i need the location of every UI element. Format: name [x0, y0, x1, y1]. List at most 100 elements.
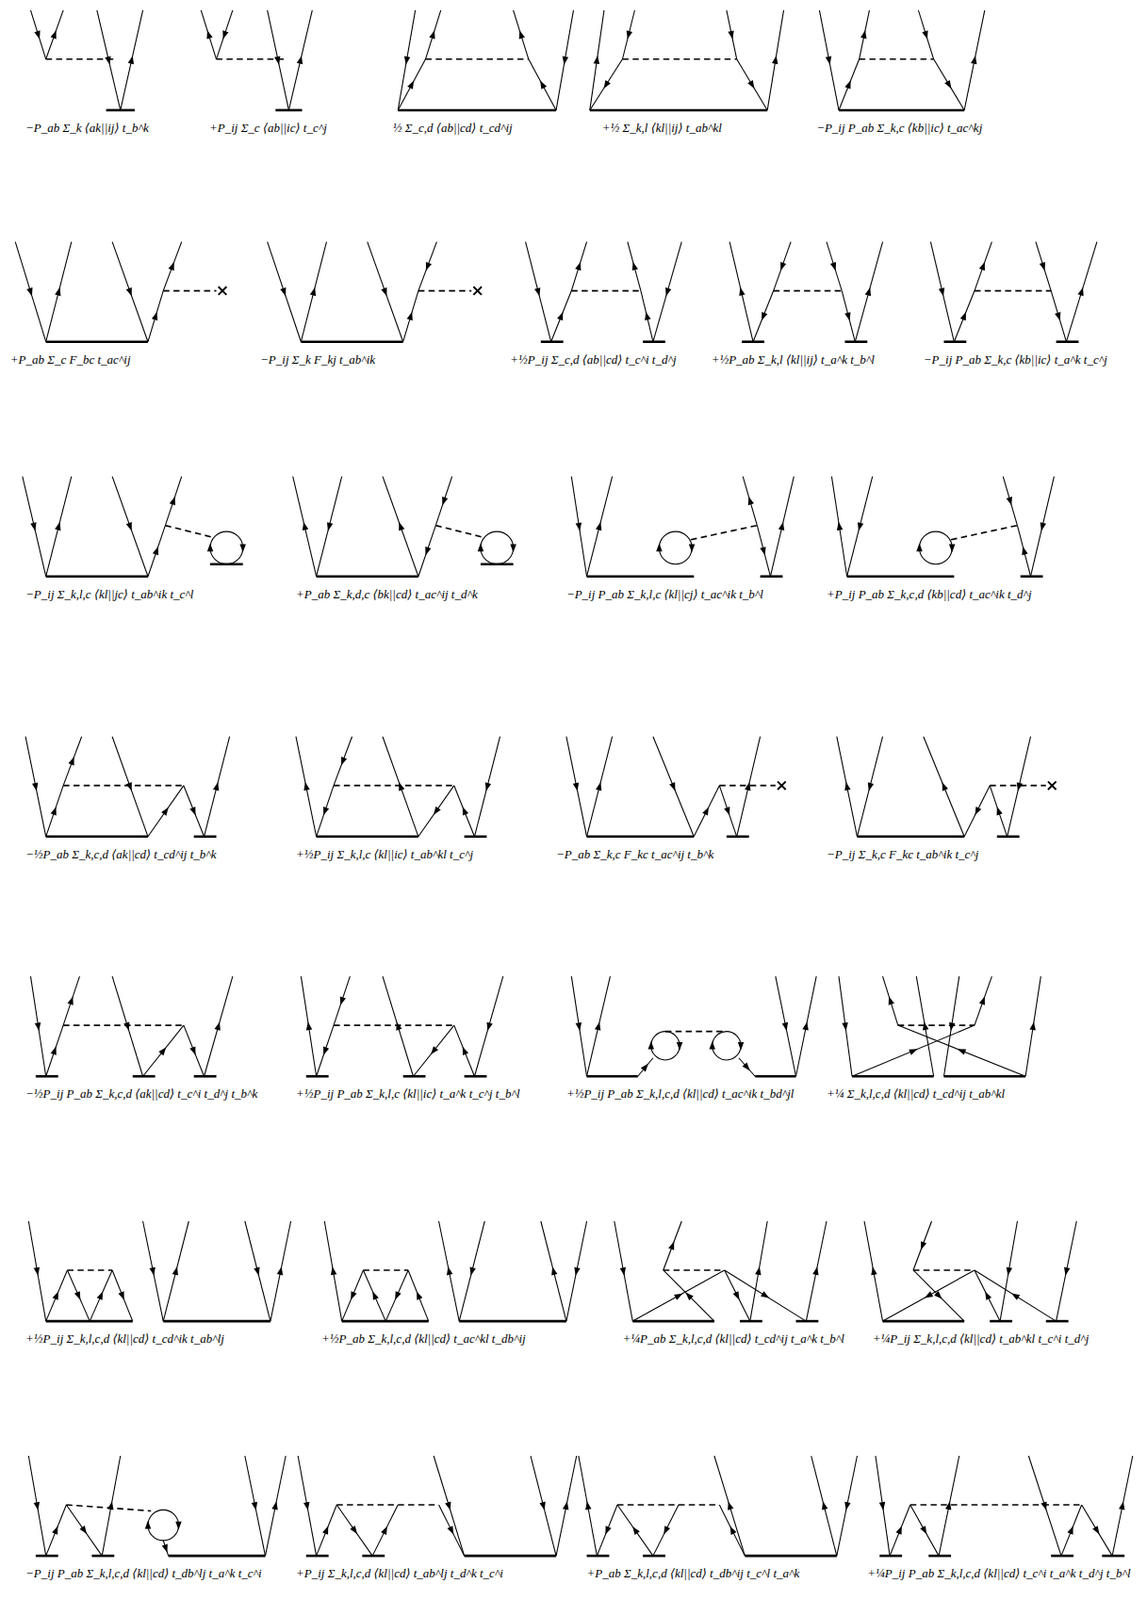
fermion-line [46, 10, 64, 60]
arrow-head [540, 81, 547, 90]
arrow-head [644, 311, 651, 321]
arrow-head [760, 1291, 770, 1298]
fermion-line [805, 1221, 827, 1322]
fermion-line [587, 976, 611, 1077]
fermion-line [819, 10, 839, 111]
amplitude-bar [642, 1555, 666, 1558]
fermion-line [458, 1221, 485, 1322]
fermion-line [1050, 291, 1066, 343]
fermion-line [913, 1221, 932, 1271]
fermion-line [143, 1025, 184, 1077]
arrow-head [573, 1267, 580, 1277]
fermion-line [933, 59, 965, 111]
formula-label: −½P_ij P_ab Σ_k,c,d ⟨ak||cd⟩ t_c^i t_d^j… [25, 1086, 288, 1102]
arrow-head [323, 1047, 329, 1056]
fermion-line [638, 1058, 654, 1077]
fermion-line [930, 242, 954, 343]
arrow-head [585, 1501, 591, 1510]
fermion-line [439, 1221, 460, 1322]
interaction-line [617, 1504, 720, 1507]
interaction-line [571, 290, 641, 293]
fermion-line [640, 291, 654, 343]
arrow-head [673, 1294, 683, 1301]
fermion-line [367, 242, 404, 343]
fermion-line [826, 242, 842, 292]
arrow-head [303, 1502, 310, 1511]
interaction-line [425, 58, 528, 61]
arrow-head [306, 1021, 312, 1031]
amplitude-bar [464, 1555, 557, 1558]
arrow-head [594, 1021, 601, 1031]
formula-label: −P_ij P_ab Σ_k,c ⟨kb||ic⟩ t_ac^kj [816, 120, 1135, 136]
fermion-line [46, 476, 72, 577]
arrow-head [26, 287, 33, 296]
arrow-head [975, 806, 983, 816]
fermion-line [923, 737, 965, 837]
amplitude-bar [943, 340, 967, 344]
interaction-line [622, 58, 737, 61]
arrow-head [574, 262, 581, 271]
arrow-head [771, 55, 778, 65]
fermion-line [120, 10, 144, 111]
formula-label: +P_ab Σ_c F_bc t_ac^ij [10, 352, 253, 368]
amplitude-bar [361, 1555, 385, 1558]
amplitude-bar [587, 835, 695, 839]
arrow-head [562, 56, 569, 66]
arrow-head [446, 1525, 454, 1535]
fermion-line [112, 976, 143, 1077]
amplitude-bar [464, 1075, 488, 1079]
fermion-line [474, 737, 500, 837]
interaction-line [435, 525, 485, 539]
fermion-line [916, 976, 934, 1077]
arrow-head [462, 1047, 469, 1056]
arrow-head [957, 1048, 967, 1055]
amplitude-bar [194, 1075, 217, 1079]
arrow-head [870, 1266, 877, 1276]
arrow-head [50, 806, 57, 816]
arrow-head [919, 1525, 927, 1535]
fermion-line [1112, 1456, 1133, 1557]
amplitude-bar [46, 835, 148, 839]
amplitude-bar [589, 109, 768, 113]
fermion-line [245, 1456, 266, 1557]
fermion-line [433, 1456, 464, 1557]
fermion-line [46, 242, 72, 343]
arrow-head [52, 1292, 59, 1301]
arrow-head [665, 287, 672, 296]
arrow-head [33, 30, 40, 39]
arrow-head [562, 1501, 569, 1510]
fermion-line [143, 1221, 164, 1322]
fermion-line [587, 476, 613, 577]
fermion-line [566, 737, 588, 837]
arrow-head [161, 807, 169, 817]
amplitude-bar [397, 109, 557, 113]
fermion-line [403, 291, 419, 343]
arrow-head [1016, 782, 1023, 791]
fermion-line [385, 1270, 409, 1322]
interaction-line [773, 290, 843, 293]
fermion-line [1035, 242, 1051, 292]
arrow-head [997, 806, 1003, 816]
fermion-line [89, 1270, 113, 1322]
arrow-head [1077, 287, 1083, 296]
fermion-line [856, 737, 883, 837]
arrow-head [1039, 262, 1046, 271]
fermion-line [913, 1270, 965, 1322]
fermion-line [28, 1456, 46, 1557]
amplitude-bar [844, 340, 868, 344]
arrow-head [126, 287, 132, 296]
arrow-head [668, 1241, 674, 1250]
fermion-line [738, 1058, 755, 1077]
arrow-head [742, 1063, 751, 1072]
arrow-head [222, 30, 229, 39]
fermion-line [1028, 1456, 1062, 1557]
arrow-head [303, 782, 310, 791]
arrow-head [172, 1266, 179, 1276]
arrow-head [253, 1267, 260, 1277]
fermion-line [1065, 242, 1097, 343]
arrow-head [442, 496, 448, 506]
arrow-head [274, 55, 280, 65]
fermion-line [63, 976, 80, 1026]
fermion-line [265, 1456, 287, 1557]
